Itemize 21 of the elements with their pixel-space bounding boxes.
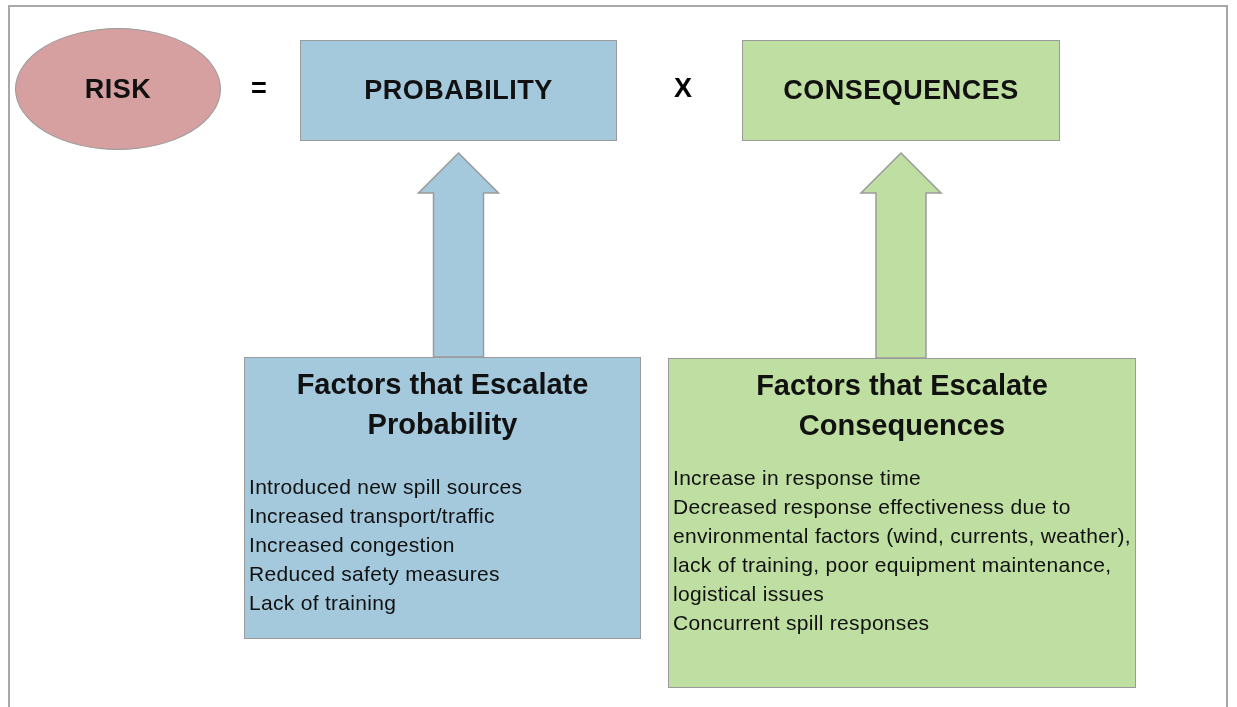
factor-box xyxy=(668,358,1136,688)
term-label: RISK xyxy=(84,73,152,105)
term-label: CONSEQUENCES xyxy=(783,75,1019,106)
factor-item: Concurrent spill responses xyxy=(673,610,931,637)
factor-item: Introduced new spill sources xyxy=(249,474,524,501)
operator-sign: X xyxy=(674,72,692,104)
factor-item: Reduced safety measures xyxy=(249,561,501,588)
factor-item: Increased congestion xyxy=(249,532,456,559)
box-heading: Factors that Escalate Consequences xyxy=(755,368,1049,443)
block-arrow xyxy=(416,151,501,358)
operator-sign: = xyxy=(251,72,267,104)
factor-item: Increased transport/traffic xyxy=(249,503,496,530)
term-box xyxy=(300,40,617,141)
term-label: PROBABILITY xyxy=(364,75,553,106)
box-heading: Factors that Escalate Probability xyxy=(295,367,590,442)
block-arrow xyxy=(859,151,943,359)
term-box xyxy=(742,40,1060,141)
factor-item: Lack of training xyxy=(249,590,398,617)
factor-item: Increase in response time xyxy=(673,465,922,492)
factor-item: Decreased response effectiveness due to environmental factors (wind, currents, weather), lack of training, poor equipment maintenance, logistical issues xyxy=(673,494,1131,608)
factor-box xyxy=(244,357,641,639)
